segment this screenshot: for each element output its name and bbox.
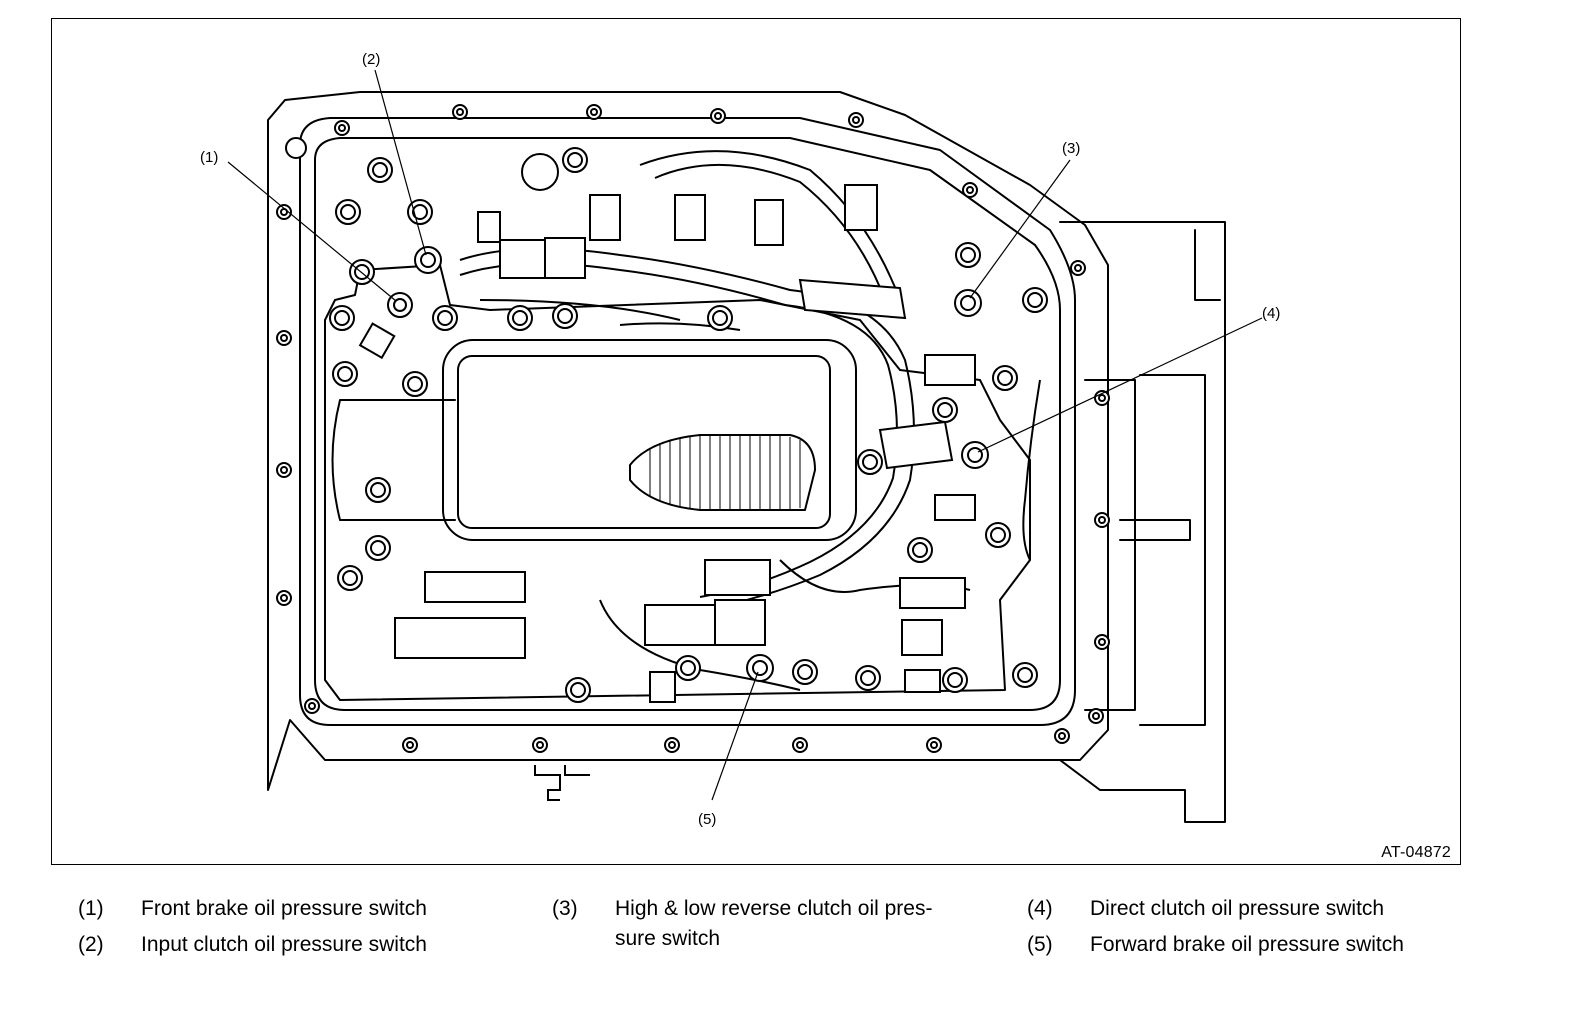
legend-text: Forward brake oil pressure switch	[1090, 933, 1404, 956]
extension-housing	[1059, 221, 1226, 823]
legend-item-5: (5) Forward brake oil pressure switch	[1027, 930, 1467, 962]
figure-frame	[51, 18, 1461, 865]
legend-item-1: (1) Front brake oil pressure switch	[78, 894, 498, 926]
callout-2: (2)	[362, 51, 380, 68]
leader-lines	[227, 69, 1263, 801]
legend-text: Direct clutch oil pressure switch	[1090, 897, 1385, 920]
legend-text: Front brake oil pressure switch	[141, 897, 427, 920]
oil-pressure-switches	[387, 246, 989, 682]
oil-pan-flange	[267, 91, 1109, 791]
valve-body-bolts	[329, 147, 1048, 703]
bolts	[276, 104, 1110, 753]
legend-item-3: (3) High & low reverse clutch oil pres- …	[552, 894, 992, 958]
callout-4: (4)	[1262, 305, 1280, 322]
legend-number: (4)	[1027, 897, 1053, 920]
connectors	[358, 184, 976, 703]
callout-5: (5)	[698, 811, 716, 828]
legend-text-line2: sure switch	[615, 927, 721, 950]
legend-item-4: (4) Direct clutch oil pressure switch	[1027, 894, 1467, 926]
legend-number: (5)	[1027, 933, 1053, 956]
oil-strainer	[442, 339, 857, 541]
legend-text-line1: High & low reverse clutch oil pres-	[615, 897, 933, 920]
legend-number: (3)	[552, 897, 578, 920]
legend-number: (1)	[78, 897, 104, 920]
callout-3: (3)	[1062, 140, 1080, 157]
wiring-harness	[459, 247, 915, 611]
inner-pan-wall	[299, 117, 1076, 726]
legend-item-2: (2) Input clutch oil pressure switch	[78, 930, 498, 962]
legend-number: (2)	[78, 933, 104, 956]
callout-1: (1)	[200, 149, 218, 166]
figure-code: AT-04872	[1381, 844, 1451, 861]
legend-text: Input clutch oil pressure switch	[141, 933, 427, 956]
